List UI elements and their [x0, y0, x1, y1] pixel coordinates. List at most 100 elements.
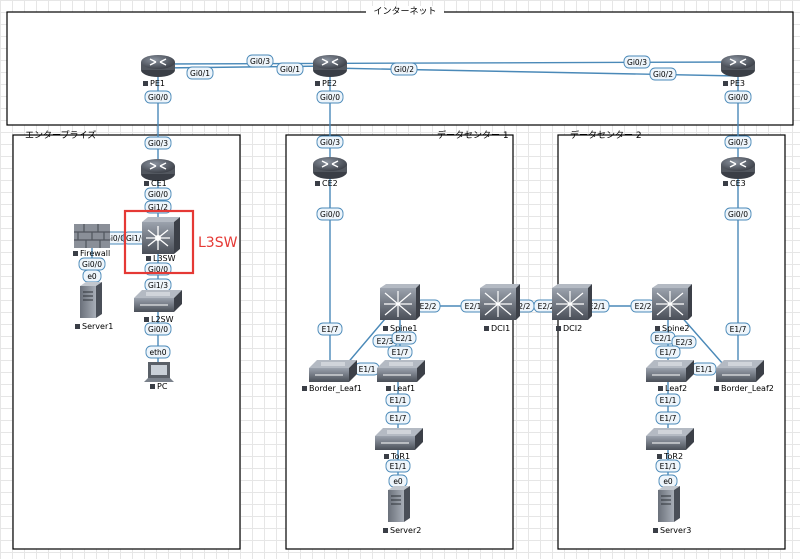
- firewall-icon: [73, 223, 111, 249]
- interface-label-text: Gi0/0: [320, 93, 340, 102]
- interface-label: E1/1: [385, 459, 411, 473]
- interface-label-text: Gi0/1: [190, 69, 210, 78]
- firewall[interactable]: Firewall: [73, 223, 111, 258]
- interface-label-text: E2/1: [655, 334, 672, 343]
- router-pe3[interactable]: PE3: [720, 54, 756, 88]
- interface-label: eth0: [145, 345, 171, 359]
- interface-label-text: E1/1: [359, 365, 376, 374]
- interface-label-text: Gi0/3: [627, 58, 647, 67]
- interface-label-text: E1/7: [660, 348, 677, 357]
- interface-label: E1/1: [691, 362, 717, 376]
- dci-switch-icon: [551, 283, 593, 321]
- l3-switch[interactable]: L3SW: [141, 216, 181, 263]
- zone-title-dc2: データセンター 2: [570, 129, 642, 141]
- switch-icon: [308, 359, 358, 383]
- node-label: Spine1: [390, 324, 417, 333]
- interface-label: Gi0/0: [144, 322, 172, 336]
- interface-label-text: E2/2: [635, 302, 652, 311]
- router-pe2[interactable]: PE2: [312, 54, 348, 88]
- node-label: Server1: [82, 322, 113, 331]
- interface-label: E2/1: [650, 331, 676, 345]
- zone-title-internet: インターネット: [373, 6, 436, 17]
- interface-label-text: eth0: [149, 348, 166, 357]
- node-label: PC: [157, 382, 168, 391]
- interface-label-text: E1/1: [390, 462, 407, 471]
- switch-icon: [374, 427, 424, 451]
- interface-label-text: e0: [393, 477, 403, 486]
- zone-enterprise: エンタープライズ: [12, 129, 241, 550]
- highlight-label: L3SW: [198, 235, 238, 251]
- interface-label: Gi0/2: [390, 62, 418, 76]
- interface-label-text: E1/1: [660, 396, 677, 405]
- spine-2[interactable]: Spine2: [651, 283, 693, 333]
- node-label: CE3: [730, 179, 746, 188]
- switch-icon: [133, 289, 183, 313]
- interface-label: Gi0/3: [144, 136, 172, 150]
- interface-label-text: E1/7: [660, 414, 677, 423]
- dci-1[interactable]: DCI1: [479, 283, 521, 333]
- interface-label-text: E2/1: [465, 302, 482, 311]
- border-leaf-1[interactable]: Border_Leaf1: [302, 359, 362, 393]
- router-icon: [720, 156, 756, 180]
- interface-label-text: E1/7: [392, 348, 409, 357]
- router-icon: [720, 54, 756, 78]
- interface-label-text: Gi1/2: [148, 203, 168, 212]
- tor-1[interactable]: ToR1: [374, 427, 424, 461]
- server-2[interactable]: Server2: [383, 485, 421, 535]
- switch-icon: [645, 359, 695, 383]
- interface-label: E1/7: [655, 411, 681, 425]
- node-label: Border_Leaf2: [721, 384, 774, 393]
- router-ce3[interactable]: CE3: [720, 156, 756, 188]
- server-1[interactable]: Server1: [75, 281, 113, 331]
- node-label: Server2: [390, 526, 421, 535]
- interface-label-text: Gi0/3: [320, 138, 340, 147]
- node-label: CE1: [151, 179, 167, 188]
- border-leaf-2[interactable]: Border_Leaf2: [714, 359, 774, 393]
- interface-label: E1/7: [725, 322, 751, 336]
- spine-1[interactable]: Spine1: [379, 283, 421, 333]
- interface-label-text: Gi0/0: [320, 210, 340, 219]
- interface-label: Gi0/0: [724, 90, 752, 104]
- server-icon: [657, 485, 681, 523]
- pc[interactable]: PC: [144, 362, 174, 391]
- spine-switch-icon: [379, 283, 421, 321]
- l2-switch[interactable]: L2SW: [133, 289, 183, 324]
- interface-label-text: Gi0/2: [653, 70, 673, 79]
- interface-label-text: Gi0/0: [82, 260, 102, 269]
- interface-label: Gi0/0: [724, 207, 752, 221]
- node-label: Spine2: [662, 324, 689, 333]
- switch-icon: [645, 427, 695, 451]
- router-ce1[interactable]: CE1: [140, 158, 176, 188]
- node-label: PE1: [150, 79, 165, 88]
- interface-label-text: E2/1: [396, 334, 413, 343]
- interface-label: E2/3: [671, 335, 697, 349]
- interface-label-text: Gi0/0: [148, 93, 168, 102]
- interface-label-text: Gi0/0: [105, 234, 125, 243]
- router-pe1[interactable]: PE1: [140, 54, 176, 88]
- node-label: PE3: [730, 79, 745, 88]
- interface-label-text: Gi0/2: [394, 65, 414, 74]
- router-icon: [312, 156, 348, 180]
- interface-label-text: e0: [663, 477, 673, 486]
- interface-label: Gi0/1: [186, 66, 214, 80]
- leaf-1[interactable]: Leaf1: [376, 359, 426, 393]
- interface-label-text: E1/1: [696, 365, 713, 374]
- router-ce2[interactable]: CE2: [312, 156, 348, 188]
- devices: PE1 PE2 PE3 CE1 CE2 CE3: [73, 54, 774, 535]
- router-icon: [140, 54, 176, 78]
- server-3[interactable]: Server3: [653, 485, 691, 535]
- spine-switch-icon: [651, 283, 693, 321]
- interface-label: Gi0/3: [246, 54, 274, 68]
- interface-label-text: Gi0/3: [728, 138, 748, 147]
- interface-label: e0: [658, 474, 678, 488]
- interface-label: E1/1: [655, 459, 681, 473]
- interface-label: E2/2: [630, 299, 656, 313]
- tor-2[interactable]: ToR2: [645, 427, 695, 461]
- interface-label-text: Gi0/1: [280, 65, 300, 74]
- leaf-2[interactable]: Leaf2: [645, 359, 695, 393]
- interface-label: Gi0/0: [144, 187, 172, 201]
- interface-label-text: E2/3: [676, 338, 693, 347]
- dci-2[interactable]: DCI2: [551, 283, 593, 333]
- interface-label: Gi0/3: [724, 135, 752, 149]
